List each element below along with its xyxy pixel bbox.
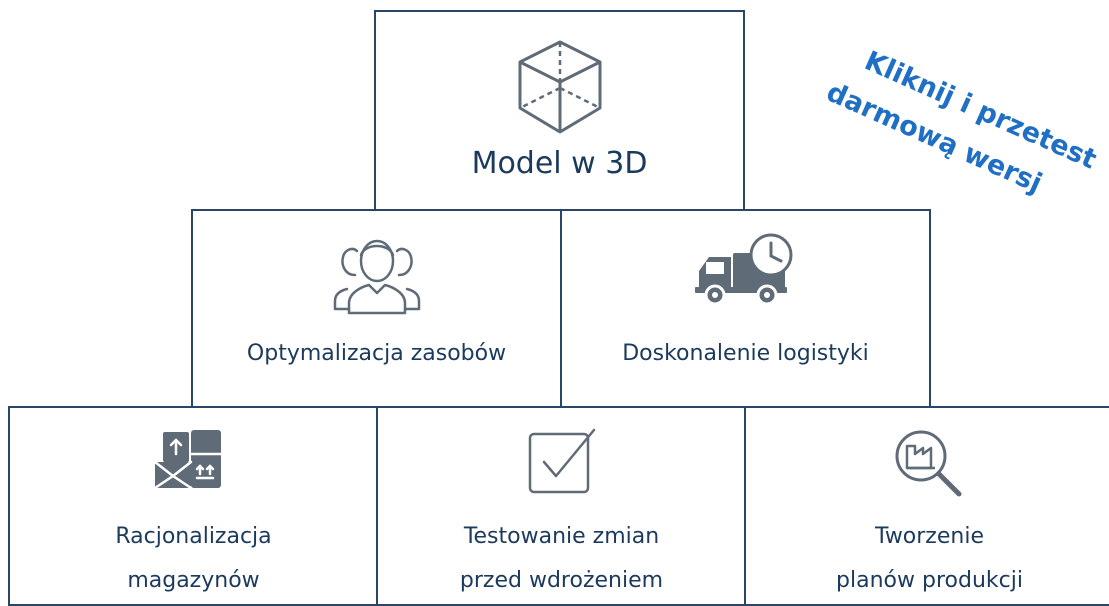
factory-search-icon — [895, 430, 961, 497]
team-icon — [333, 239, 420, 315]
box-warehouse: Racjonalizacja magazynów — [8, 406, 379, 606]
box-resource-optimization: Optymalizacja zasobów — [191, 209, 562, 409]
resource-optimization-label: Optymalizacja zasobów — [246, 341, 507, 366]
production-planning-label-line2: planów produkcji — [836, 568, 1023, 593]
warehouse-boxes-icon — [153, 430, 222, 490]
box-testing: Testowanie zmian przed wdrożeniem — [376, 406, 747, 606]
warehouse-label-line2: magazynów — [127, 568, 260, 593]
production-planning-label-line1: Tworzenie — [875, 524, 984, 549]
box-model-3d: Model w 3D — [374, 10, 745, 211]
testing-label-line2: przed wdrożeniem — [459, 568, 664, 593]
model-3d-label: Model w 3D — [471, 146, 648, 181]
box-logistics: Doskonalenie logistyki — [560, 209, 931, 409]
testing-label-line1: Testowanie zmian — [463, 524, 660, 549]
free-trial-promo-link[interactable]: Kliknij i przetest darmową wersj — [822, 40, 1103, 222]
logistics-label: Doskonalenie logistyki — [622, 341, 869, 366]
box-production-planning: Tworzenie planów produkcji — [744, 406, 1109, 606]
cube-icon — [518, 40, 601, 134]
delivery-truck-clock-icon — [694, 233, 792, 306]
checkbox-icon — [528, 428, 595, 494]
warehouse-label-line1: Racjonalizacja — [115, 524, 272, 549]
